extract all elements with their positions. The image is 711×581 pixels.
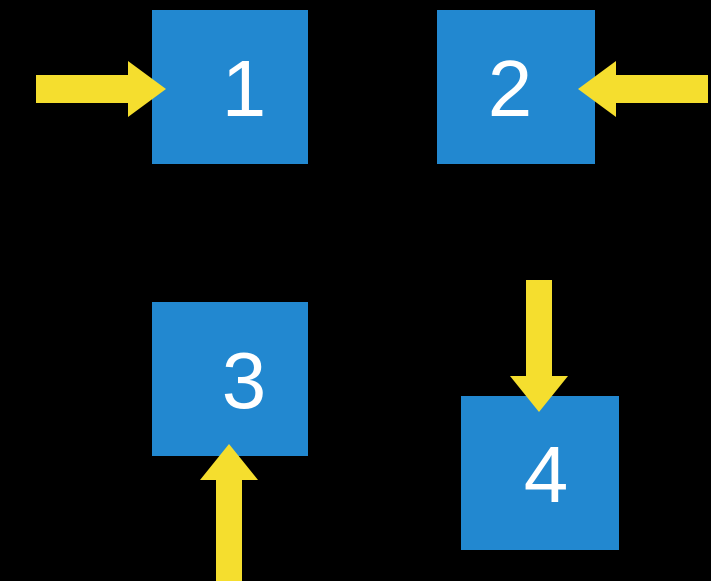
arrow-right-icon <box>36 61 166 117</box>
node-label-1: 1 <box>221 44 267 133</box>
node-box-4[interactable]: 4 <box>461 396 619 550</box>
arrow-down-icon <box>510 280 568 412</box>
node-box-3[interactable]: 3 <box>152 302 308 456</box>
node-label-3: 3 <box>221 336 267 425</box>
node-box-2[interactable]: 2 <box>437 10 595 164</box>
node-box-1[interactable]: 1 <box>152 10 308 164</box>
node-label-4: 4 <box>523 430 569 519</box>
arrow-left-icon <box>578 61 708 117</box>
arrow-up-icon <box>200 444 258 581</box>
node-label-2: 2 <box>487 44 533 133</box>
